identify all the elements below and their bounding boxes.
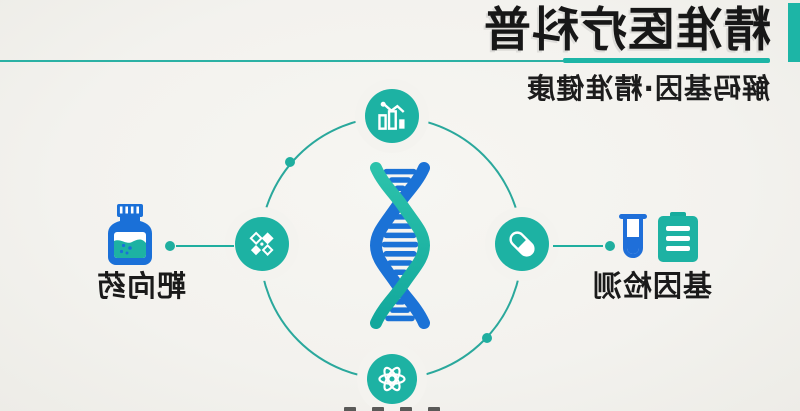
test-tube-report-icon — [619, 212, 698, 262]
orbit-node-medication — [495, 217, 549, 271]
page-subtitle: 解码基因·精准健康 — [526, 72, 770, 105]
title-accent-bar — [788, 3, 800, 62]
orbit-node-statistics — [365, 89, 419, 143]
connector-line — [176, 245, 234, 247]
bar-chart-trend-icon — [378, 101, 405, 130]
orbit-node-molecule — [235, 217, 289, 271]
connector-line — [553, 245, 603, 247]
capsule-pill-icon — [509, 231, 535, 257]
dna-helix-icon — [369, 161, 431, 330]
orbit-node-research — [367, 354, 417, 404]
orbit-dot — [285, 157, 295, 167]
connector-dot — [165, 241, 175, 251]
title-underline-thin — [0, 60, 564, 62]
gene-testing-label: 基因检测 — [591, 269, 712, 303]
page-title: 精准医疗科普 — [483, 3, 771, 58]
targeted-drug-label: 靶向药 — [96, 269, 187, 303]
title-underline-thick — [563, 58, 770, 63]
atom-icon — [378, 366, 406, 392]
medicine-bottle-icon — [108, 204, 152, 265]
orbit-dot — [482, 333, 492, 343]
molecule-crystal-icon — [249, 231, 274, 256]
